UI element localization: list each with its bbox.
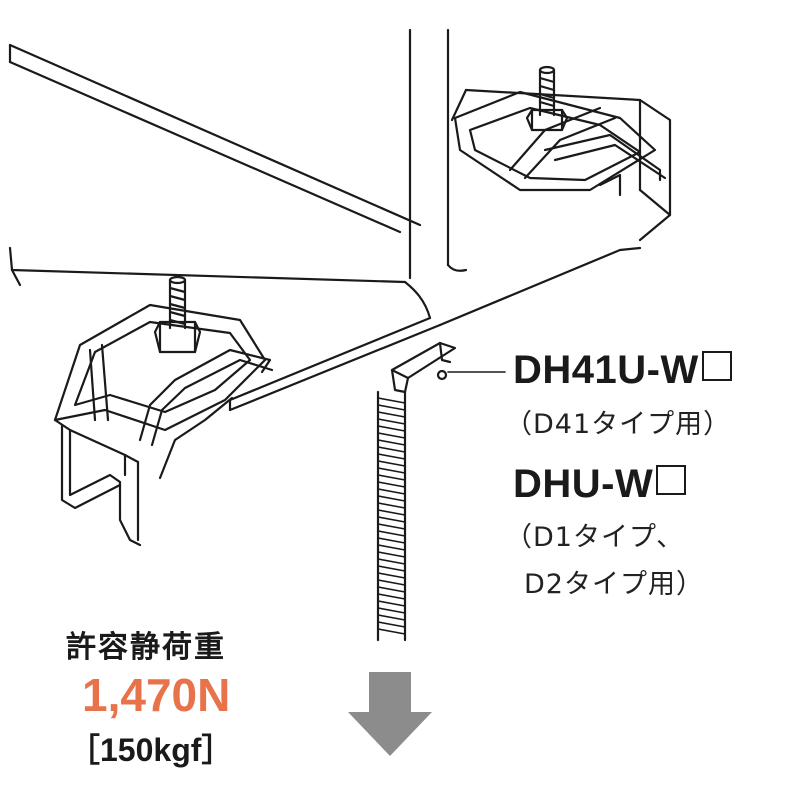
- thread-line: [377, 558, 406, 565]
- thread-line: [377, 460, 406, 467]
- thread-line: [377, 628, 406, 635]
- thread-line: [377, 502, 406, 509]
- thread-line: [377, 593, 406, 600]
- i-beam-lower-flange: [8, 246, 642, 412]
- thread-line: [377, 453, 406, 460]
- model-dhu-w-note-line1: （D1タイプ、: [505, 522, 685, 553]
- thread-line: [377, 481, 406, 488]
- thread-line: [377, 614, 406, 621]
- thread-line: [377, 439, 406, 446]
- thread-line: [377, 600, 406, 607]
- far-channel: [450, 88, 672, 242]
- thread-line: [377, 551, 406, 558]
- model-dhu-w-text: DHU-W: [513, 462, 654, 506]
- thread-line: [377, 432, 406, 439]
- thread-line: [377, 572, 406, 579]
- far-bolt: [525, 65, 569, 132]
- allowable-load-kgf: ［150kgf］: [68, 732, 234, 768]
- thread-line: [377, 418, 406, 425]
- thread-line: [377, 495, 406, 502]
- thread-line: [377, 607, 406, 614]
- thread-line: [377, 411, 406, 418]
- thread-line: [377, 537, 406, 544]
- model-dh41u-w-note: （D41タイプ用）: [505, 409, 732, 440]
- thread-line: [377, 404, 406, 411]
- thread-line: [377, 565, 406, 572]
- allowable-load-value: 1,470N: [82, 669, 231, 721]
- thread-line: [377, 446, 406, 453]
- thread-line: [377, 474, 406, 481]
- thread-line: [377, 579, 406, 586]
- i-beam-upper-flange: [8, 43, 422, 234]
- i-beam-web: [408, 28, 468, 280]
- model-dhu-w: DHU-W: [513, 462, 687, 507]
- allowable-load-title: 許容静荷重: [66, 630, 226, 665]
- blank-box-icon: [656, 465, 687, 495]
- model-dh41u-w: DH41U-W: [513, 348, 732, 393]
- thread-line: [377, 467, 406, 474]
- near-channel: [53, 418, 142, 547]
- rod-threads: [377, 397, 406, 635]
- thread-line: [377, 586, 406, 593]
- hanger-bracket: [390, 341, 457, 394]
- near-bolt: [153, 275, 202, 354]
- thread-line: [377, 621, 406, 628]
- thread-line: [377, 425, 406, 432]
- blank-box-icon: [701, 351, 732, 381]
- thread-line: [377, 397, 406, 404]
- thread-line: [377, 544, 406, 551]
- far-beam-clamp: [453, 90, 667, 197]
- model-dhu-w-note-line2: D2タイプ用）: [524, 569, 704, 600]
- thread-line: [377, 488, 406, 495]
- thread-line: [377, 509, 406, 516]
- thread-line: [377, 523, 406, 530]
- down-arrow-icon: [348, 672, 432, 756]
- model-dh41u-w-text: DH41U-W: [513, 348, 699, 392]
- thread-line: [377, 530, 406, 537]
- near-beam-clamp: [53, 303, 274, 480]
- thread-line: [377, 516, 406, 523]
